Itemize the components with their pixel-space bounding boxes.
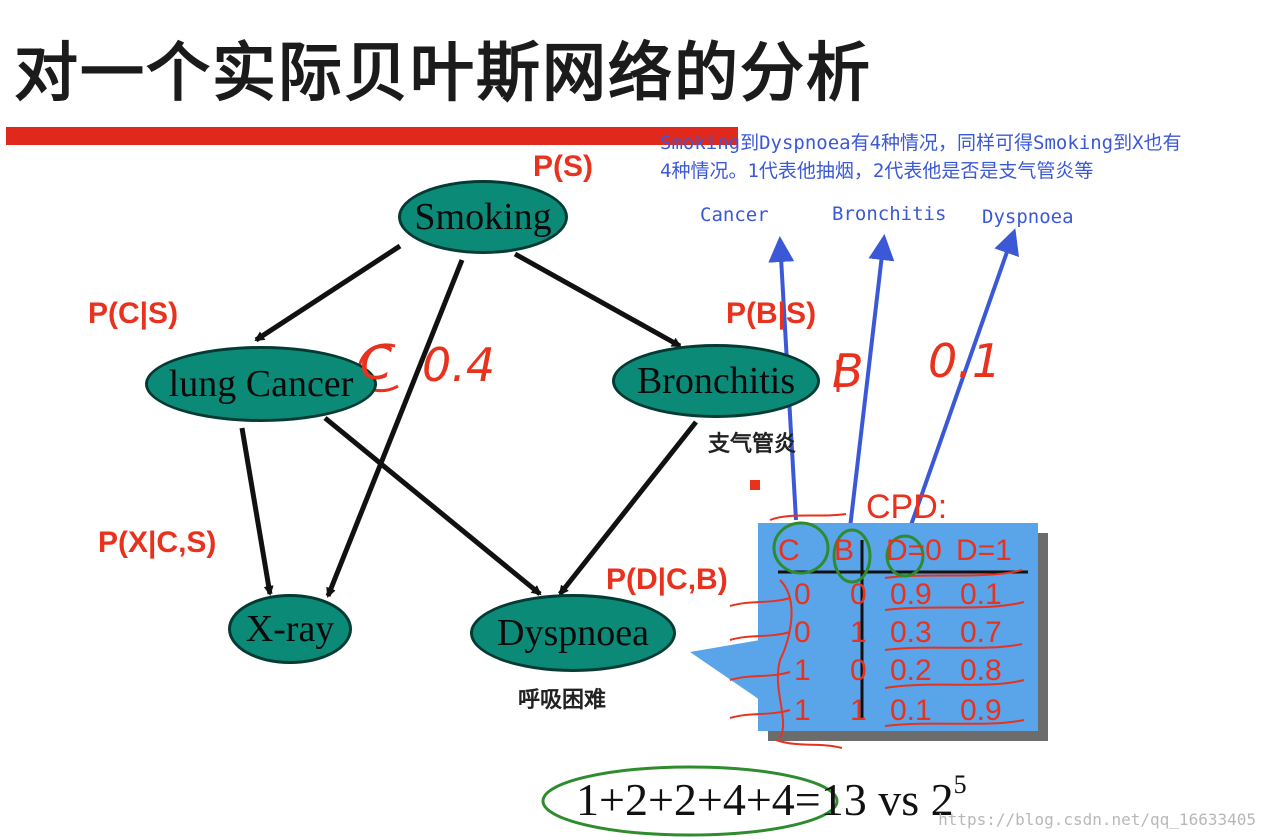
- label-ps: P(S): [533, 150, 593, 183]
- cpd-cell: 1: [850, 694, 867, 727]
- node-dyspnoea: Dyspnoea: [470, 594, 676, 672]
- formula: 1+2+2+4+4=13 vs 25: [576, 770, 967, 826]
- arrow-dyspnoea-note: [908, 228, 1019, 529]
- edge-cancer-dyspnoea: [323, 416, 542, 596]
- cpd-cell: 0.9: [960, 694, 1002, 727]
- cpd-cell: 1: [794, 654, 811, 687]
- cpd-header-cell: C: [778, 534, 800, 567]
- label-pdcb: P(D|C,B): [606, 563, 728, 596]
- node-lung-cancer: lung Cancer: [145, 346, 377, 422]
- cpd-cell: 0: [850, 654, 867, 687]
- cpd-cell: 0: [794, 578, 811, 611]
- edge-cancer-xray: [239, 427, 274, 596]
- annotation-line-1: Smoking到Dyspnoea有4种情况，同样可得Smoking到X也有: [660, 132, 1182, 154]
- red-square-marker: [750, 480, 760, 490]
- cpd-cell: 0.3: [890, 616, 932, 649]
- annotation-bronchitis: Bronchitis: [832, 203, 947, 225]
- handwriting-b-value: 0.1: [928, 334, 1002, 388]
- cpd-cell: 0: [794, 616, 811, 649]
- cpd-cell: 0: [850, 578, 867, 611]
- cpd-cell: 0.9: [890, 578, 932, 611]
- label-pxcs: P(X|C,S): [98, 526, 217, 559]
- cpd-cell: 1: [794, 694, 811, 727]
- annotation-cancer: Cancer: [700, 204, 769, 226]
- label-pbs: P(B|S): [726, 297, 817, 330]
- cpd-cell: 0.7: [960, 616, 1002, 649]
- handwriting-c: C: [360, 336, 393, 390]
- annotation-line-2: 4种情况。1代表他抽烟，2代表他是否是支气管炎等: [660, 160, 1094, 182]
- formula-circle: [541, 765, 839, 837]
- cpd-cell: 0.2: [890, 654, 932, 687]
- annotation-dyspnoea: Dyspnoea: [982, 206, 1074, 228]
- label-pcs: P(C|S): [88, 297, 179, 330]
- handwriting-c-value: 0.4: [422, 338, 496, 392]
- cpd-header-cell: D=0: [886, 534, 942, 567]
- formula-main: 1+2+2+4+4=13 vs 2: [576, 774, 954, 825]
- cpd-title: CPD:: [866, 488, 948, 526]
- arrow-bronchitis-note: [848, 234, 895, 529]
- edge-smoking-xray: [325, 259, 465, 598]
- cpd-cell: 1: [850, 616, 867, 649]
- cpd-table-background: [758, 523, 1038, 731]
- title-underline-bar: [6, 127, 738, 145]
- node-bronchitis: Bronchitis: [612, 344, 820, 418]
- cpd-header-cell: B: [834, 534, 855, 567]
- edge-smoking-bronchitis: [513, 251, 682, 349]
- watermark: https://blog.csdn.net/qq_16633405: [938, 810, 1256, 829]
- cpd-cell: 0.8: [960, 654, 1002, 687]
- cpd-callout-pointer: [690, 640, 760, 700]
- cpd-cell: 0.1: [960, 578, 1002, 611]
- label-bronchitis-cn: 支气管炎: [708, 432, 797, 457]
- node-xray: X-ray: [228, 594, 352, 664]
- cpd-header-cell: D=1: [956, 534, 1012, 567]
- formula-exponent: 5: [953, 770, 967, 799]
- node-smoking: Smoking: [398, 180, 568, 254]
- page-title: 对一个实际贝叶斯网络的分析: [14, 37, 872, 111]
- edge-bronchitis-dyspnoea: [558, 420, 698, 596]
- label-dyspnoea-cn: 呼吸困难: [518, 688, 607, 713]
- cpd-cell: 0.1: [890, 694, 932, 727]
- handwriting-b: B: [832, 344, 864, 398]
- edge-smoking-cancer: [254, 243, 402, 343]
